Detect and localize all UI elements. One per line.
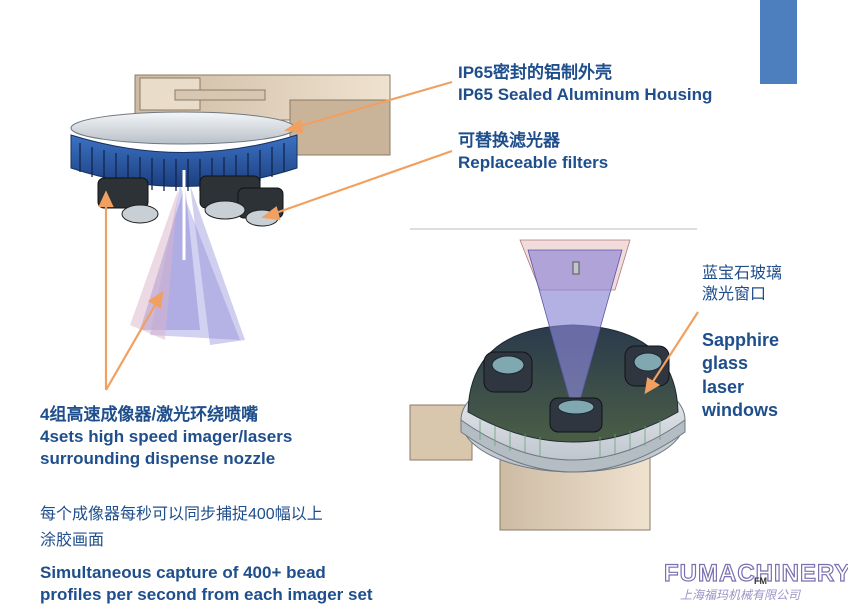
imagers-callout: 4组高速成像器/激光环绕喷嘴 4sets high speed imager/l… bbox=[40, 404, 292, 470]
left-device-render bbox=[70, 74, 391, 345]
housing-callout: IP65密封的铝制外壳 IP65 Sealed Aluminum Housing bbox=[458, 62, 712, 106]
sapphire-callout-en: Sapphire glass laser windows bbox=[702, 329, 779, 423]
sapphire-label-en-line3: laser bbox=[702, 376, 745, 397]
logo-mark: FM bbox=[754, 576, 767, 586]
logo-subtitle: 上海福玛机械有限公司 bbox=[680, 588, 801, 602]
sapphire-callout-cn: 蓝宝石玻璃 激光窗口 bbox=[702, 264, 782, 306]
corner-accent-bar bbox=[760, 0, 797, 84]
sapphire-label-cn-line1: 蓝宝石玻璃 bbox=[702, 265, 783, 282]
housing-label-cn: IP65密封的铝制外壳 bbox=[458, 63, 612, 82]
right-device-render bbox=[409, 228, 697, 531]
housing-label-en: IP65 Sealed Aluminum Housing bbox=[458, 85, 713, 105]
logo-wordmark: FUMACHINERY bbox=[663, 559, 848, 587]
sapphire-label-en-line4: windows bbox=[702, 400, 778, 421]
sapphire-label-en-line2: glass bbox=[702, 353, 749, 374]
sapphire-label-en-line1: Sapphire bbox=[702, 330, 780, 350]
capture-label-cn-line2: 涂胶画面 bbox=[40, 532, 105, 550]
imagers-label-en-line2: surrounding dispense nozzle bbox=[40, 449, 276, 469]
capture-label-cn-line1: 每个成像器每秒可以同步捕捉400幅以上 bbox=[40, 506, 323, 523]
imagers-label-cn: 4组高速成像器/激光环绕喷嘴 bbox=[40, 405, 259, 424]
capture-text-en: Simultaneous capture of 400+ bead profil… bbox=[40, 562, 373, 606]
capture-text-cn: 每个成像器每秒可以同步捕捉400幅以上 涂胶画面 bbox=[40, 502, 323, 555]
capture-label-en-line2: profiles per second from each imager set bbox=[40, 585, 373, 605]
company-logo: FUMACHINERY FM 上海福玛机械有限公司 bbox=[663, 559, 848, 604]
capture-label-en-line1: Simultaneous capture of 400+ bead bbox=[40, 563, 326, 582]
filters-label-en: Replaceable filters bbox=[458, 153, 609, 173]
filters-label-cn: 可替换滤光器 bbox=[458, 131, 560, 150]
imagers-label-en-line1: 4sets high speed imager/lasers bbox=[40, 427, 293, 447]
sapphire-label-cn-line2: 激光窗口 bbox=[702, 285, 767, 303]
filters-callout: 可替换滤光器 Replaceable filters bbox=[458, 130, 608, 174]
callout-arrows bbox=[98, 80, 699, 395]
